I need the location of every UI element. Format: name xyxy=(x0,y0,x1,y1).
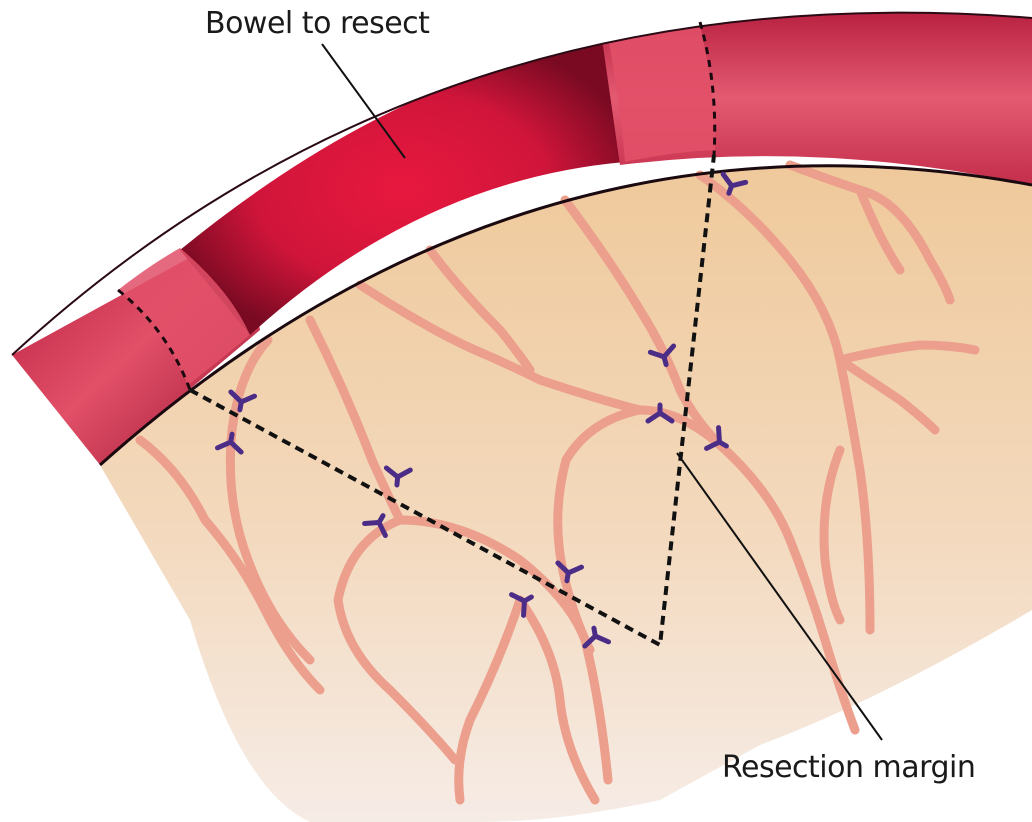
bowel-to-resect-label: Bowel to resect xyxy=(205,6,429,41)
healthy-band-right xyxy=(608,25,715,162)
resection-margin-label: Resection margin xyxy=(722,750,975,785)
